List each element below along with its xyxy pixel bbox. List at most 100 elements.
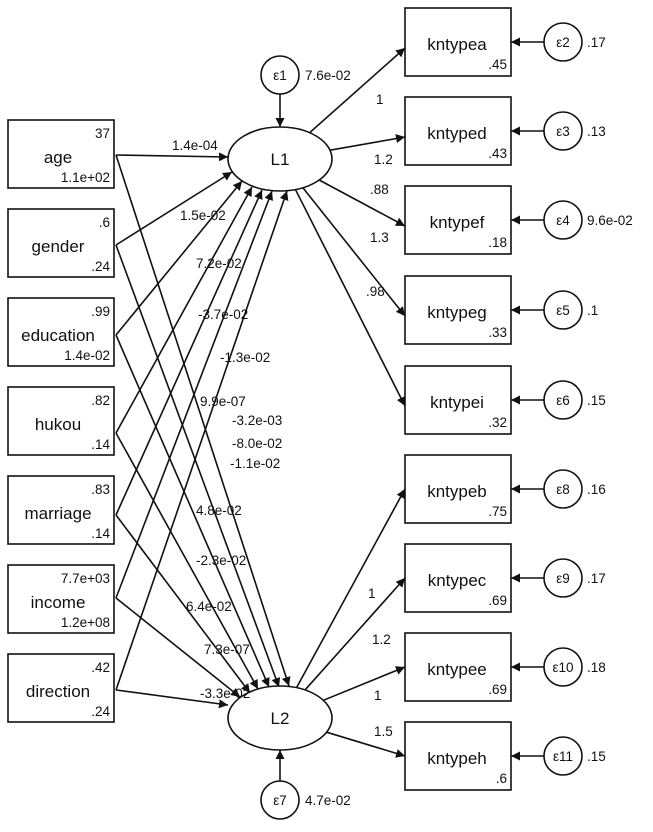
mean-label: .82	[91, 393, 110, 408]
error-variance-label: .16	[587, 482, 606, 497]
loading-label: 1	[374, 688, 382, 703]
error-label: ε11	[553, 749, 573, 764]
variance-label: .14	[91, 526, 110, 541]
observed-box-kntypea	[404, 7, 512, 77]
path-gender-to-L2	[115, 244, 281, 688]
error-label: ε9	[556, 571, 570, 586]
intercept-label: .6	[496, 771, 507, 786]
variable-label: age	[44, 148, 72, 167]
intercept-label: .45	[488, 57, 507, 72]
observed-box-hukou	[7, 386, 115, 456]
path-L1-to-kntypei	[294, 189, 406, 407]
error-circle-kntypeh	[543, 736, 583, 776]
variable-label: kntypei	[430, 393, 484, 412]
observed-box-marriage	[7, 475, 115, 545]
error-circle-kntypei	[543, 380, 583, 420]
variable-label: income	[31, 593, 86, 612]
observed-box-education	[7, 297, 115, 367]
variance-label: 1.2e+08	[61, 615, 110, 630]
path-coef-L1-label: 1.5e-02	[180, 208, 226, 223]
intercept-label: .43	[488, 146, 507, 161]
loading-label: 1.2	[374, 152, 393, 167]
path-L2-to-kntypec	[304, 577, 406, 691]
path-hukou-to-L1	[115, 186, 253, 434]
path-direction-to-L1	[115, 190, 289, 691]
variance-label: .14	[91, 437, 110, 452]
latent-ellipse-L2	[227, 685, 333, 751]
observed-box-gender	[7, 208, 115, 278]
variable-label: kntypeh	[427, 749, 487, 768]
variance-label: .24	[91, 259, 110, 274]
path-age-to-L1	[115, 152, 229, 162]
intercept-label: .69	[488, 682, 507, 697]
observed-box-kntypec	[404, 543, 512, 613]
mean-label: .6	[99, 215, 110, 230]
error-variance-label: 9.6e-02	[587, 213, 633, 228]
observed-box-kntyped	[404, 96, 512, 166]
mean-label: .42	[91, 660, 110, 675]
path-L2-to-kntypeh	[326, 731, 406, 758]
error-label: ε2	[556, 35, 570, 50]
path-direction-to-L2	[115, 689, 229, 709]
loading-label: 1.5	[374, 724, 393, 739]
intercept-label: .69	[488, 593, 507, 608]
error-label: ε7	[273, 793, 287, 808]
variable-label: kntypeb	[427, 482, 487, 501]
error-variance-label: .18	[587, 660, 606, 675]
path-L2-to-kntypee	[323, 666, 406, 702]
observed-box-income	[7, 564, 115, 634]
variance-label: 1.1e+02	[61, 170, 110, 185]
path-marriage-to-L2	[115, 514, 251, 694]
variance-label: 1.4e-02	[64, 348, 110, 363]
path-L1-to-kntyped	[329, 134, 406, 151]
variable-label: hukou	[35, 415, 81, 434]
error-variance-label: 7.6e-02	[305, 68, 351, 83]
loading-label: .98	[366, 284, 385, 299]
variable-label: kntypee	[427, 660, 487, 679]
path-L1-to-kntypef	[318, 179, 406, 227]
error-variance-label: .15	[587, 393, 606, 408]
path-income-to-L1	[115, 190, 273, 599]
error-circle-kntypeb	[543, 469, 583, 509]
error-circle-kntypeg	[543, 290, 583, 330]
path-coef-L1-label: -3.7e-02	[198, 307, 248, 322]
loading-label: 1.3	[370, 230, 389, 245]
intercept-label: .75	[488, 504, 507, 519]
path-coef-L2-label: 6.4e-02	[186, 599, 232, 614]
error-circle-kntypec	[543, 558, 583, 598]
error-label: ε5	[556, 303, 570, 318]
path-income-to-L2	[115, 597, 241, 698]
path-L1-to-kntypeg	[302, 187, 406, 317]
error-variance-label: .17	[587, 571, 606, 586]
error-variance-label: .17	[587, 35, 606, 50]
path-marriage-to-L1	[115, 189, 263, 516]
path-coef-L1-label: -1.3e-02	[220, 350, 270, 365]
intercept-label: .33	[488, 325, 507, 340]
mean-label: .99	[91, 304, 110, 319]
path-coef-L1-label: -8.0e-02	[232, 436, 282, 451]
variable-label: kntypef	[430, 213, 485, 232]
error-label: ε4	[556, 213, 570, 228]
error-circle-kntypea	[543, 22, 583, 62]
path-coef-L2-label: 4.8e-02	[196, 503, 242, 518]
observed-box-kntypeh	[404, 721, 512, 791]
path-hukou-to-L2	[115, 432, 259, 690]
variable-label: marriage	[24, 504, 91, 523]
mean-label: 37	[95, 126, 110, 141]
error-variance-label: 4.7e-02	[305, 793, 351, 808]
error-label: ε8	[556, 482, 570, 497]
variable-label: kntyped	[427, 124, 487, 143]
variance-label: .24	[91, 704, 110, 719]
path-education-to-L2	[115, 334, 270, 688]
loading-label: .88	[370, 182, 389, 197]
latent-ellipse-L1	[227, 126, 333, 192]
observed-box-kntypef	[404, 185, 512, 255]
path-age-to-L2	[115, 154, 291, 687]
error-label: ε10	[552, 660, 573, 675]
path-coef-L2-label: -3.2e-03	[232, 413, 282, 428]
error-circle-kntyped	[543, 111, 583, 151]
path-coef-L2-label: -3.3e-02	[200, 686, 250, 701]
error-circle-L2	[260, 780, 300, 820]
variable-label: kntypec	[428, 571, 487, 590]
intercept-label: .18	[488, 235, 507, 250]
